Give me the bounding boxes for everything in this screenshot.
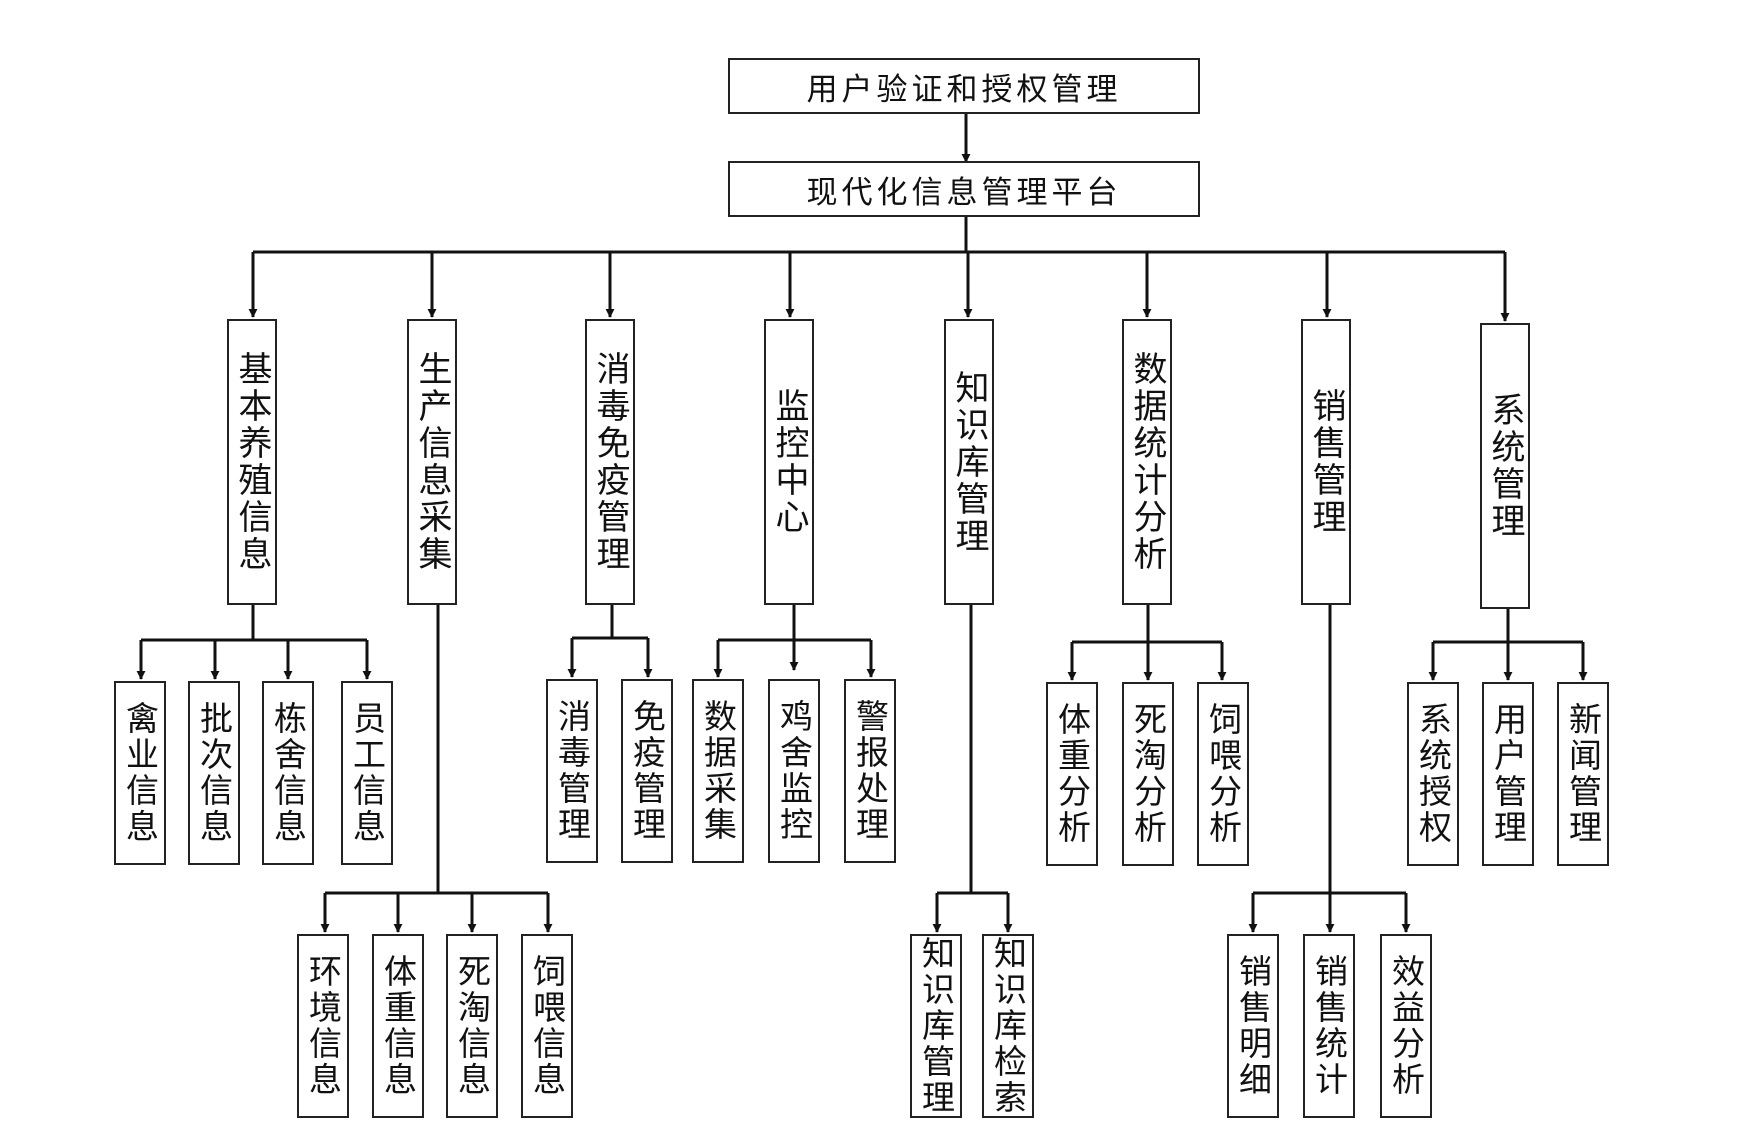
child-sales-details: 销售明细	[1227, 934, 1279, 1118]
module-system-management: 系统管理	[1480, 323, 1530, 609]
child-barn-info: 栋舍信息	[262, 681, 314, 865]
child-immunization-management: 免疫管理	[621, 679, 673, 863]
child-feeding-info: 饲喂信息	[521, 934, 573, 1118]
child-knowledge-base-management: 知识库管理	[910, 934, 962, 1118]
module-monitoring-center: 监控中心	[764, 319, 814, 605]
module-sales-management: 销售管理	[1301, 319, 1351, 605]
child-henhouse-monitoring: 鸡舍监控	[768, 679, 820, 863]
child-system-authorization: 系统授权	[1407, 682, 1459, 866]
child-mortality-analysis: 死淘分析	[1122, 682, 1174, 866]
child-feeding-analysis: 饲喂分析	[1197, 682, 1249, 866]
child-alarm-handling: 警报处理	[844, 679, 896, 863]
child-staff-info: 员工信息	[341, 681, 393, 865]
child-weight-info: 体重信息	[372, 934, 424, 1118]
module-production-data-collection: 生产信息采集	[407, 319, 457, 605]
child-news-management: 新闻管理	[1557, 682, 1609, 866]
user-auth-box: 用户验证和授权管理	[728, 58, 1200, 114]
module-data-statistics: 数据统计分析	[1122, 319, 1172, 605]
child-weight-analysis: 体重分析	[1046, 682, 1098, 866]
child-knowledge-base-search: 知识库检索	[982, 934, 1034, 1118]
child-batch-info: 批次信息	[188, 681, 240, 865]
child-sales-statistics: 销售统计	[1303, 934, 1355, 1118]
child-poultry-info: 禽业信息	[114, 681, 166, 865]
module-basic-breeding-info: 基本养殖信息	[227, 319, 277, 605]
child-data-collection: 数据采集	[692, 679, 744, 863]
child-disinfection-management: 消毒管理	[546, 679, 598, 863]
child-benefit-analysis: 效益分析	[1380, 934, 1432, 1118]
module-knowledge-base: 知识库管理	[944, 319, 994, 605]
child-environment-info: 环境信息	[297, 934, 349, 1118]
child-mortality-info: 死淘信息	[446, 934, 498, 1118]
platform-box: 现代化信息管理平台	[728, 161, 1200, 217]
child-user-management: 用户管理	[1482, 682, 1534, 866]
module-disinfection-immunization: 消毒免疫管理	[585, 319, 635, 605]
